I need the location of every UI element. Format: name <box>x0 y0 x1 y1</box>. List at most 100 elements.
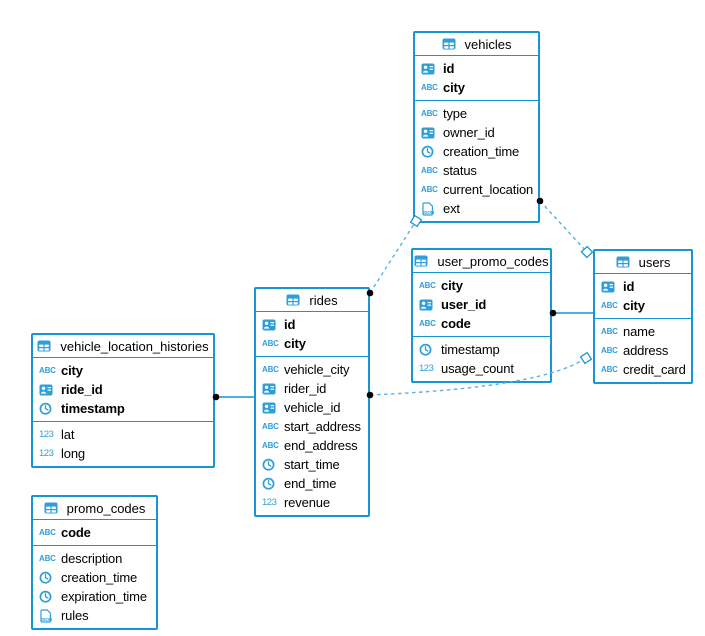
column-label: rules <box>61 608 89 623</box>
table-title[interactable]: vehicle_location_histories <box>33 335 213 358</box>
column-row[interactable]: creation_time <box>33 568 156 587</box>
text-icon-label: ABC <box>419 319 436 328</box>
column-row[interactable]: timestamp <box>33 399 213 418</box>
text-icon-label: ABC <box>601 365 618 374</box>
text-icon: ABC <box>601 327 619 336</box>
column-label: long <box>61 446 85 461</box>
column-label: id <box>443 61 455 76</box>
relationship-line[interactable] <box>539 200 588 253</box>
relationship-vehicle_location_histories-rides[interactable] <box>212 393 254 401</box>
table-name-label: users <box>638 254 671 270</box>
text-icon-label: ABC <box>421 166 438 175</box>
column-row[interactable]: creation_time <box>415 142 538 161</box>
column-label: vehicle_id <box>284 400 341 415</box>
column-label: revenue <box>284 495 330 510</box>
column-row[interactable]: 123 lat <box>33 425 213 444</box>
column-row[interactable]: id <box>595 277 691 296</box>
column-row[interactable]: timestamp <box>413 340 550 359</box>
column-row[interactable]: expiration_time <box>33 587 156 606</box>
column-label: city <box>443 80 465 95</box>
relationship-user_promo_codes-users[interactable] <box>549 309 593 317</box>
table-title[interactable]: promo_codes <box>33 497 156 520</box>
column-row[interactable]: ABC type <box>415 104 538 123</box>
column-label: timestamp <box>441 342 500 357</box>
text-icon: ABC <box>421 109 439 118</box>
svg-text:JSON: JSON <box>40 617 52 622</box>
table-title[interactable]: users <box>595 251 691 274</box>
column-row[interactable]: ride_id <box>33 380 213 399</box>
text-icon: ABC <box>601 301 619 310</box>
table-title[interactable]: vehicles <box>415 33 538 56</box>
table-title-icon <box>616 256 634 268</box>
column-label: owner_id <box>443 125 495 140</box>
column-row[interactable]: ABC city <box>415 78 538 97</box>
time-icon <box>421 145 439 158</box>
column-row[interactable]: rider_id <box>256 379 368 398</box>
id-icon <box>419 299 437 311</box>
id-icon <box>421 63 439 75</box>
column-row[interactable]: vehicle_id <box>256 398 368 417</box>
column-row[interactable]: id <box>256 315 368 334</box>
column-label: vehicle_city <box>284 362 350 377</box>
column-label: ride_id <box>61 382 103 397</box>
time-icon <box>419 343 437 356</box>
text-icon: ABC <box>421 185 439 194</box>
number-icon-label: 123 <box>39 429 54 440</box>
table-title-icon <box>286 294 304 306</box>
table-title[interactable]: rides <box>256 289 368 312</box>
column-row[interactable]: start_time <box>256 455 368 474</box>
text-icon-label: ABC <box>262 441 279 450</box>
table-name-label: rides <box>309 292 338 308</box>
text-icon-label: ABC <box>39 528 56 537</box>
column-label: rider_id <box>284 381 327 396</box>
column-row[interactable]: JSON rules <box>33 606 156 625</box>
table-name-label: vehicles <box>464 36 512 52</box>
column-label: usage_count <box>441 361 514 376</box>
text-icon-label: ABC <box>39 554 56 563</box>
column-label: lat <box>61 427 75 442</box>
id-icon <box>39 384 57 396</box>
table-title-icon <box>44 502 62 514</box>
relationship-line[interactable] <box>369 220 417 294</box>
text-icon: ABC <box>601 346 619 355</box>
column-label: user_id <box>441 297 487 312</box>
column-row[interactable]: id <box>415 59 538 78</box>
table-name-label: vehicle_location_histories <box>60 338 209 354</box>
json-icon: JSON <box>421 201 439 216</box>
column-row[interactable]: user_id <box>413 295 550 314</box>
column-row[interactable]: end_time <box>256 474 368 493</box>
table-title[interactable]: user_promo_codes <box>413 250 550 273</box>
column-label: type <box>443 106 467 121</box>
column-label: creation_time <box>61 570 138 585</box>
text-icon: ABC <box>421 83 439 92</box>
column-row[interactable]: owner_id <box>415 123 538 142</box>
